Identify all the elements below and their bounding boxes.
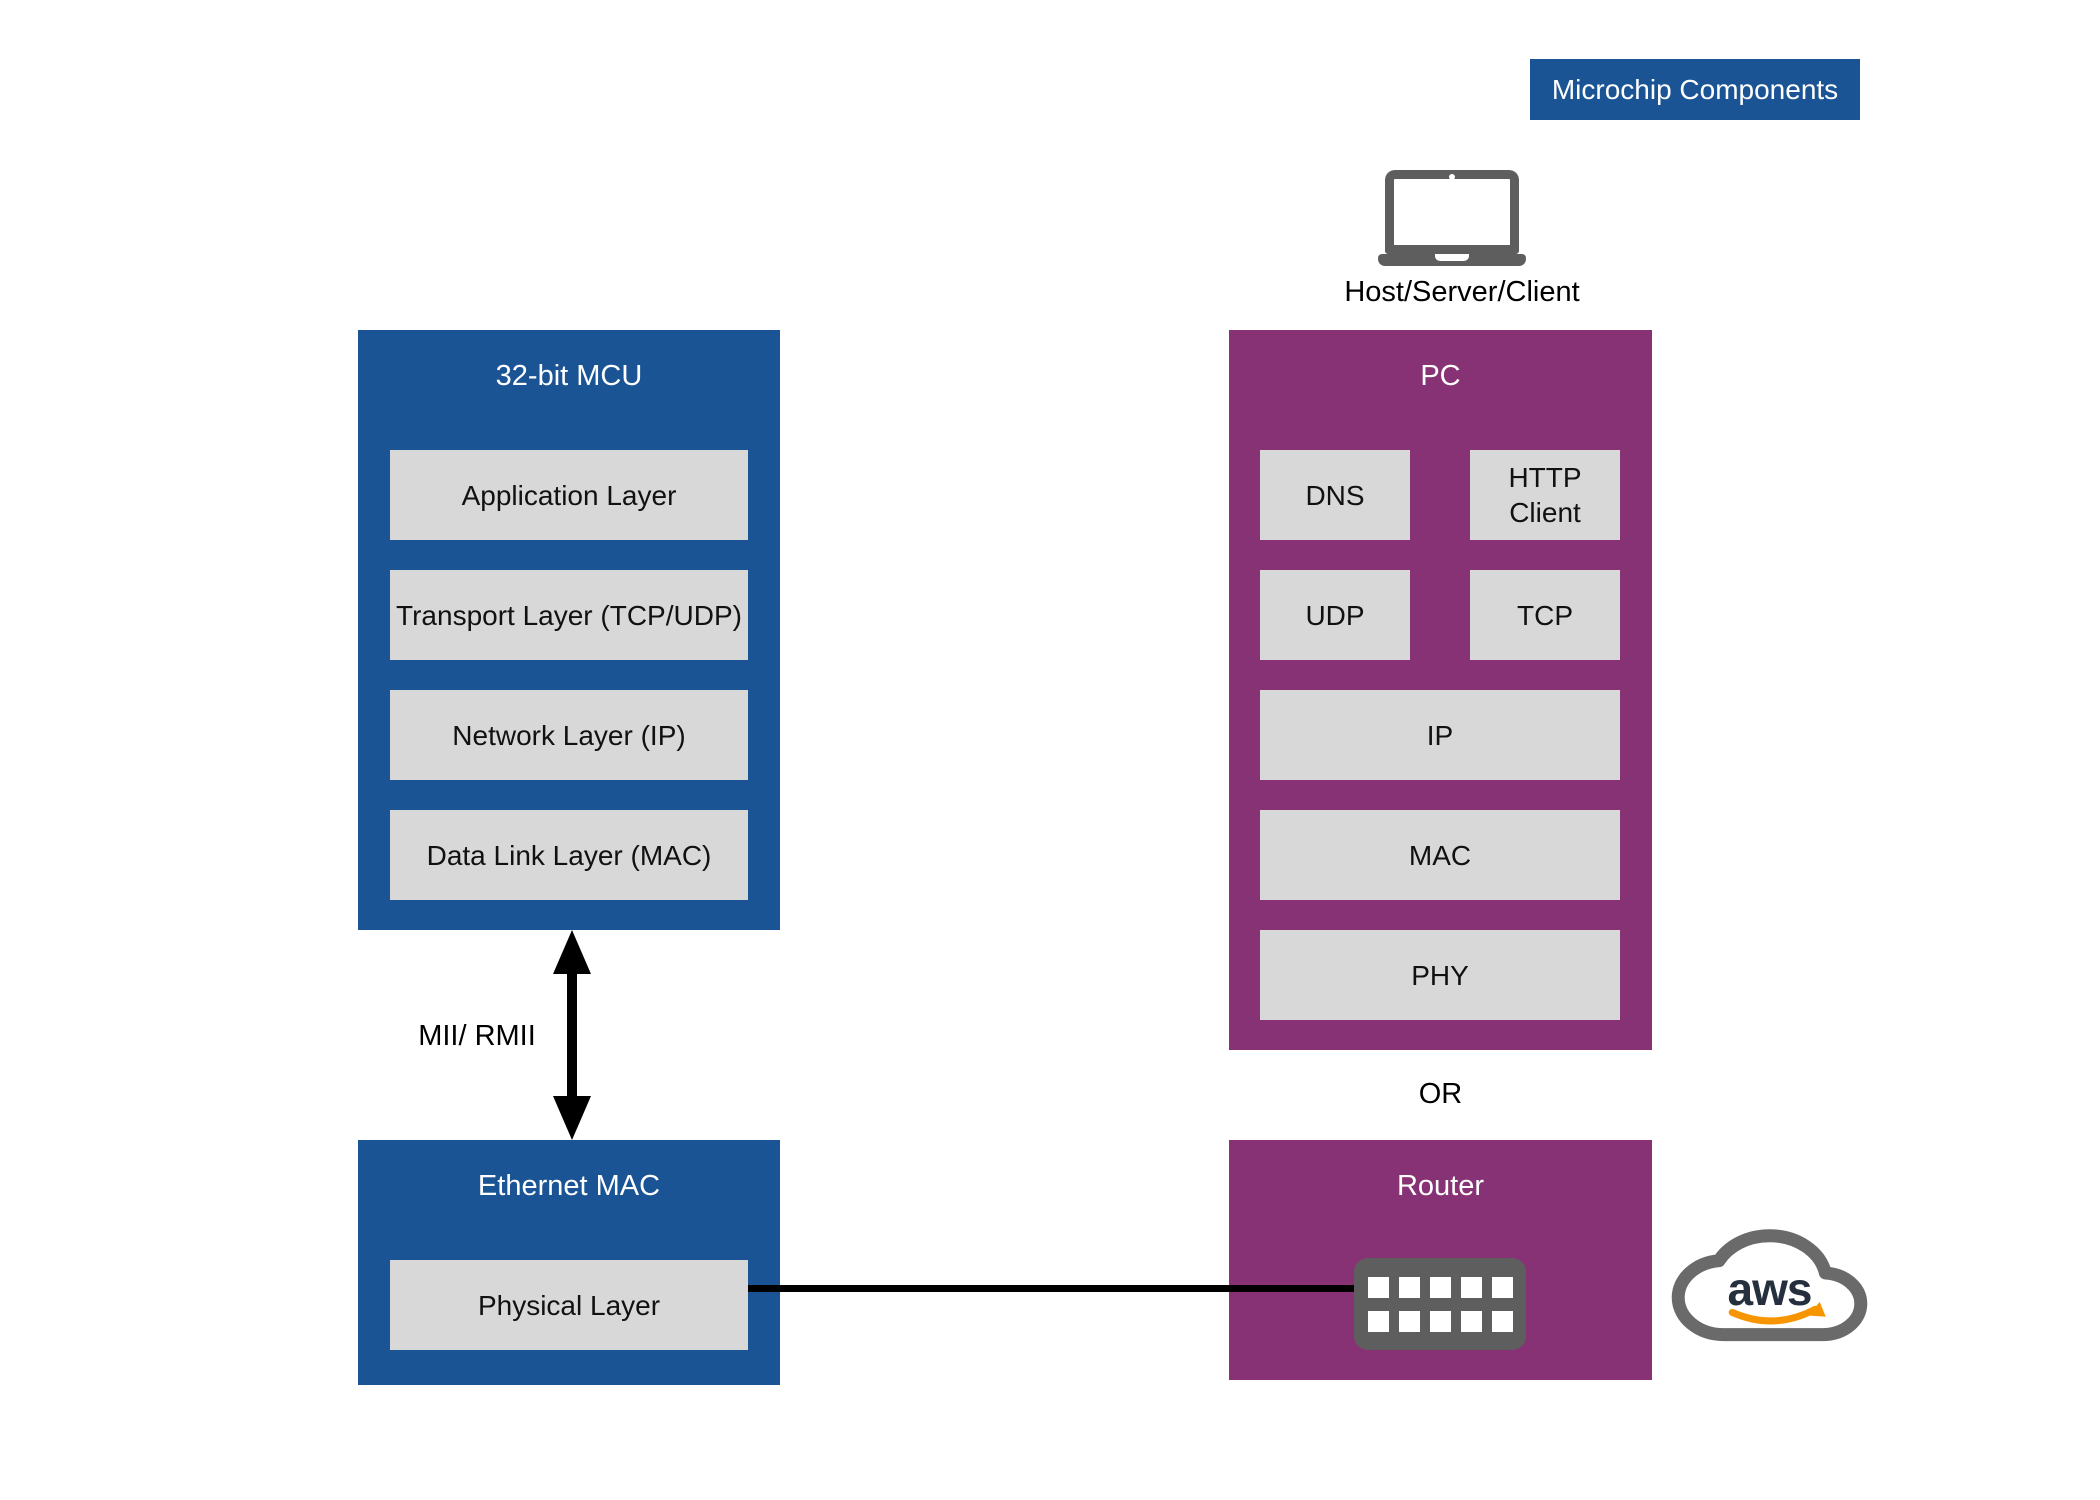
port-square xyxy=(1491,1310,1513,1332)
mcu-title: 32-bit MCU xyxy=(495,360,643,392)
port-square xyxy=(1367,1310,1389,1332)
laptop-notch xyxy=(1435,254,1469,261)
port-square xyxy=(1398,1310,1420,1332)
router-box: Router xyxy=(1229,1140,1652,1380)
pc-cell-http-client: HTTP Client xyxy=(1470,450,1620,540)
port-square xyxy=(1429,1310,1451,1332)
pc-box: PC DNS HTTP Client UDP TCP IP MAC PHY xyxy=(1229,330,1652,1050)
arrow-head-down-icon xyxy=(553,1096,591,1140)
port-square xyxy=(1429,1276,1451,1298)
mii-rmii-label: MII/ RMII xyxy=(418,1020,536,1052)
microchip-components-badge: Microchip Components xyxy=(1530,59,1860,120)
or-label: OR xyxy=(1418,1078,1463,1110)
pc-cell-udp: UDP xyxy=(1260,570,1410,660)
ethernet-mac-layer-physical: Physical Layer xyxy=(390,1260,748,1350)
pc-cell-ip: IP xyxy=(1260,690,1620,780)
arrow-head-up-icon xyxy=(553,930,591,974)
mii-rmii-arrow xyxy=(553,930,591,1140)
port-square xyxy=(1398,1276,1420,1298)
router-switch-icon xyxy=(1354,1258,1526,1350)
mcu-layer-transport: Transport Layer (TCP/UDP) xyxy=(390,570,748,660)
pc-cell-tcp: TCP xyxy=(1470,570,1620,660)
port-square xyxy=(1460,1310,1482,1332)
pc-cell-mac: MAC xyxy=(1260,810,1620,900)
pc-cell-phy: PHY xyxy=(1260,930,1620,1020)
amazon-smile-swoosh xyxy=(1732,1309,1815,1321)
router-title: Router xyxy=(1396,1170,1485,1202)
port-square xyxy=(1460,1276,1482,1298)
aws-cloud-icon xyxy=(1663,1211,1876,1347)
pc-title: PC xyxy=(1420,360,1461,392)
mcu-box: 32-bit MCU Application Layer Transport L… xyxy=(358,330,780,930)
amazon-smile-arrow-tip xyxy=(1808,1301,1826,1317)
port-square xyxy=(1367,1276,1389,1298)
laptop-camera-dot xyxy=(1449,174,1455,180)
mcu-layer-network: Network Layer (IP) xyxy=(390,690,748,780)
host-server-client-label: Host/Server/Client xyxy=(1344,276,1580,308)
mcu-layer-datalink: Data Link Layer (MAC) xyxy=(390,810,748,900)
pc-cell-dns: DNS xyxy=(1260,450,1410,540)
ethernet-mac-box: Ethernet MAC Physical Layer xyxy=(358,1140,780,1385)
aws-label: aws xyxy=(1727,1263,1813,1315)
arrow-shaft xyxy=(567,970,577,1100)
mcu-layer-application: Application Layer xyxy=(390,450,748,540)
port-square xyxy=(1491,1276,1513,1298)
ethernet-connection-line xyxy=(748,1285,1354,1292)
laptop-icon xyxy=(1378,170,1526,266)
ethernet-mac-title: Ethernet MAC xyxy=(477,1170,661,1202)
laptop-screen xyxy=(1385,170,1519,254)
